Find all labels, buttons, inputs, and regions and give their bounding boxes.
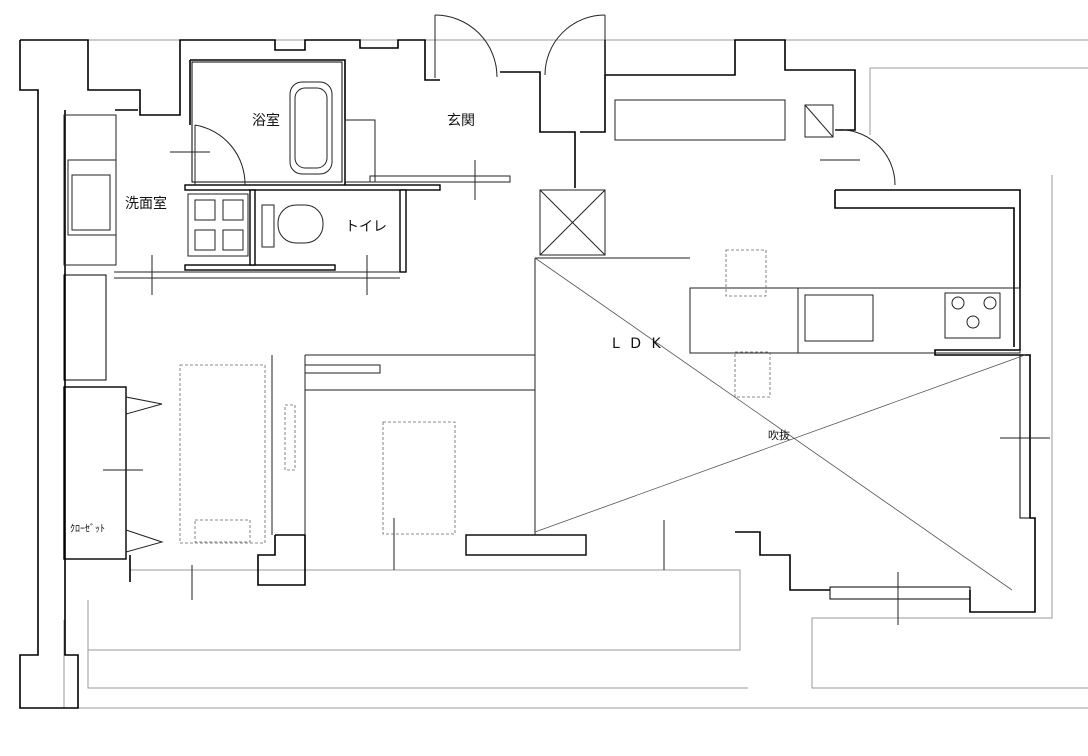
bath-label: 浴室 bbox=[252, 113, 280, 129]
interior-lines bbox=[63, 81, 1021, 535]
toilet-label: トイレ bbox=[345, 219, 387, 235]
void-diagonals bbox=[534, 257, 1026, 591]
closet-label: ｸﾛｰｾﾞｯﾄ bbox=[70, 524, 105, 535]
exterior-walls bbox=[19, 39, 1036, 709]
dimension-ticks bbox=[103, 151, 1050, 625]
entrance-label: 玄関 bbox=[447, 113, 475, 129]
ldk-label: L D K bbox=[612, 336, 664, 352]
furniture-dashed bbox=[179, 249, 771, 544]
washroom-label: 洗面室 bbox=[125, 196, 167, 212]
door-swings bbox=[125, 14, 896, 553]
void-label: 吹抜 bbox=[768, 429, 790, 442]
